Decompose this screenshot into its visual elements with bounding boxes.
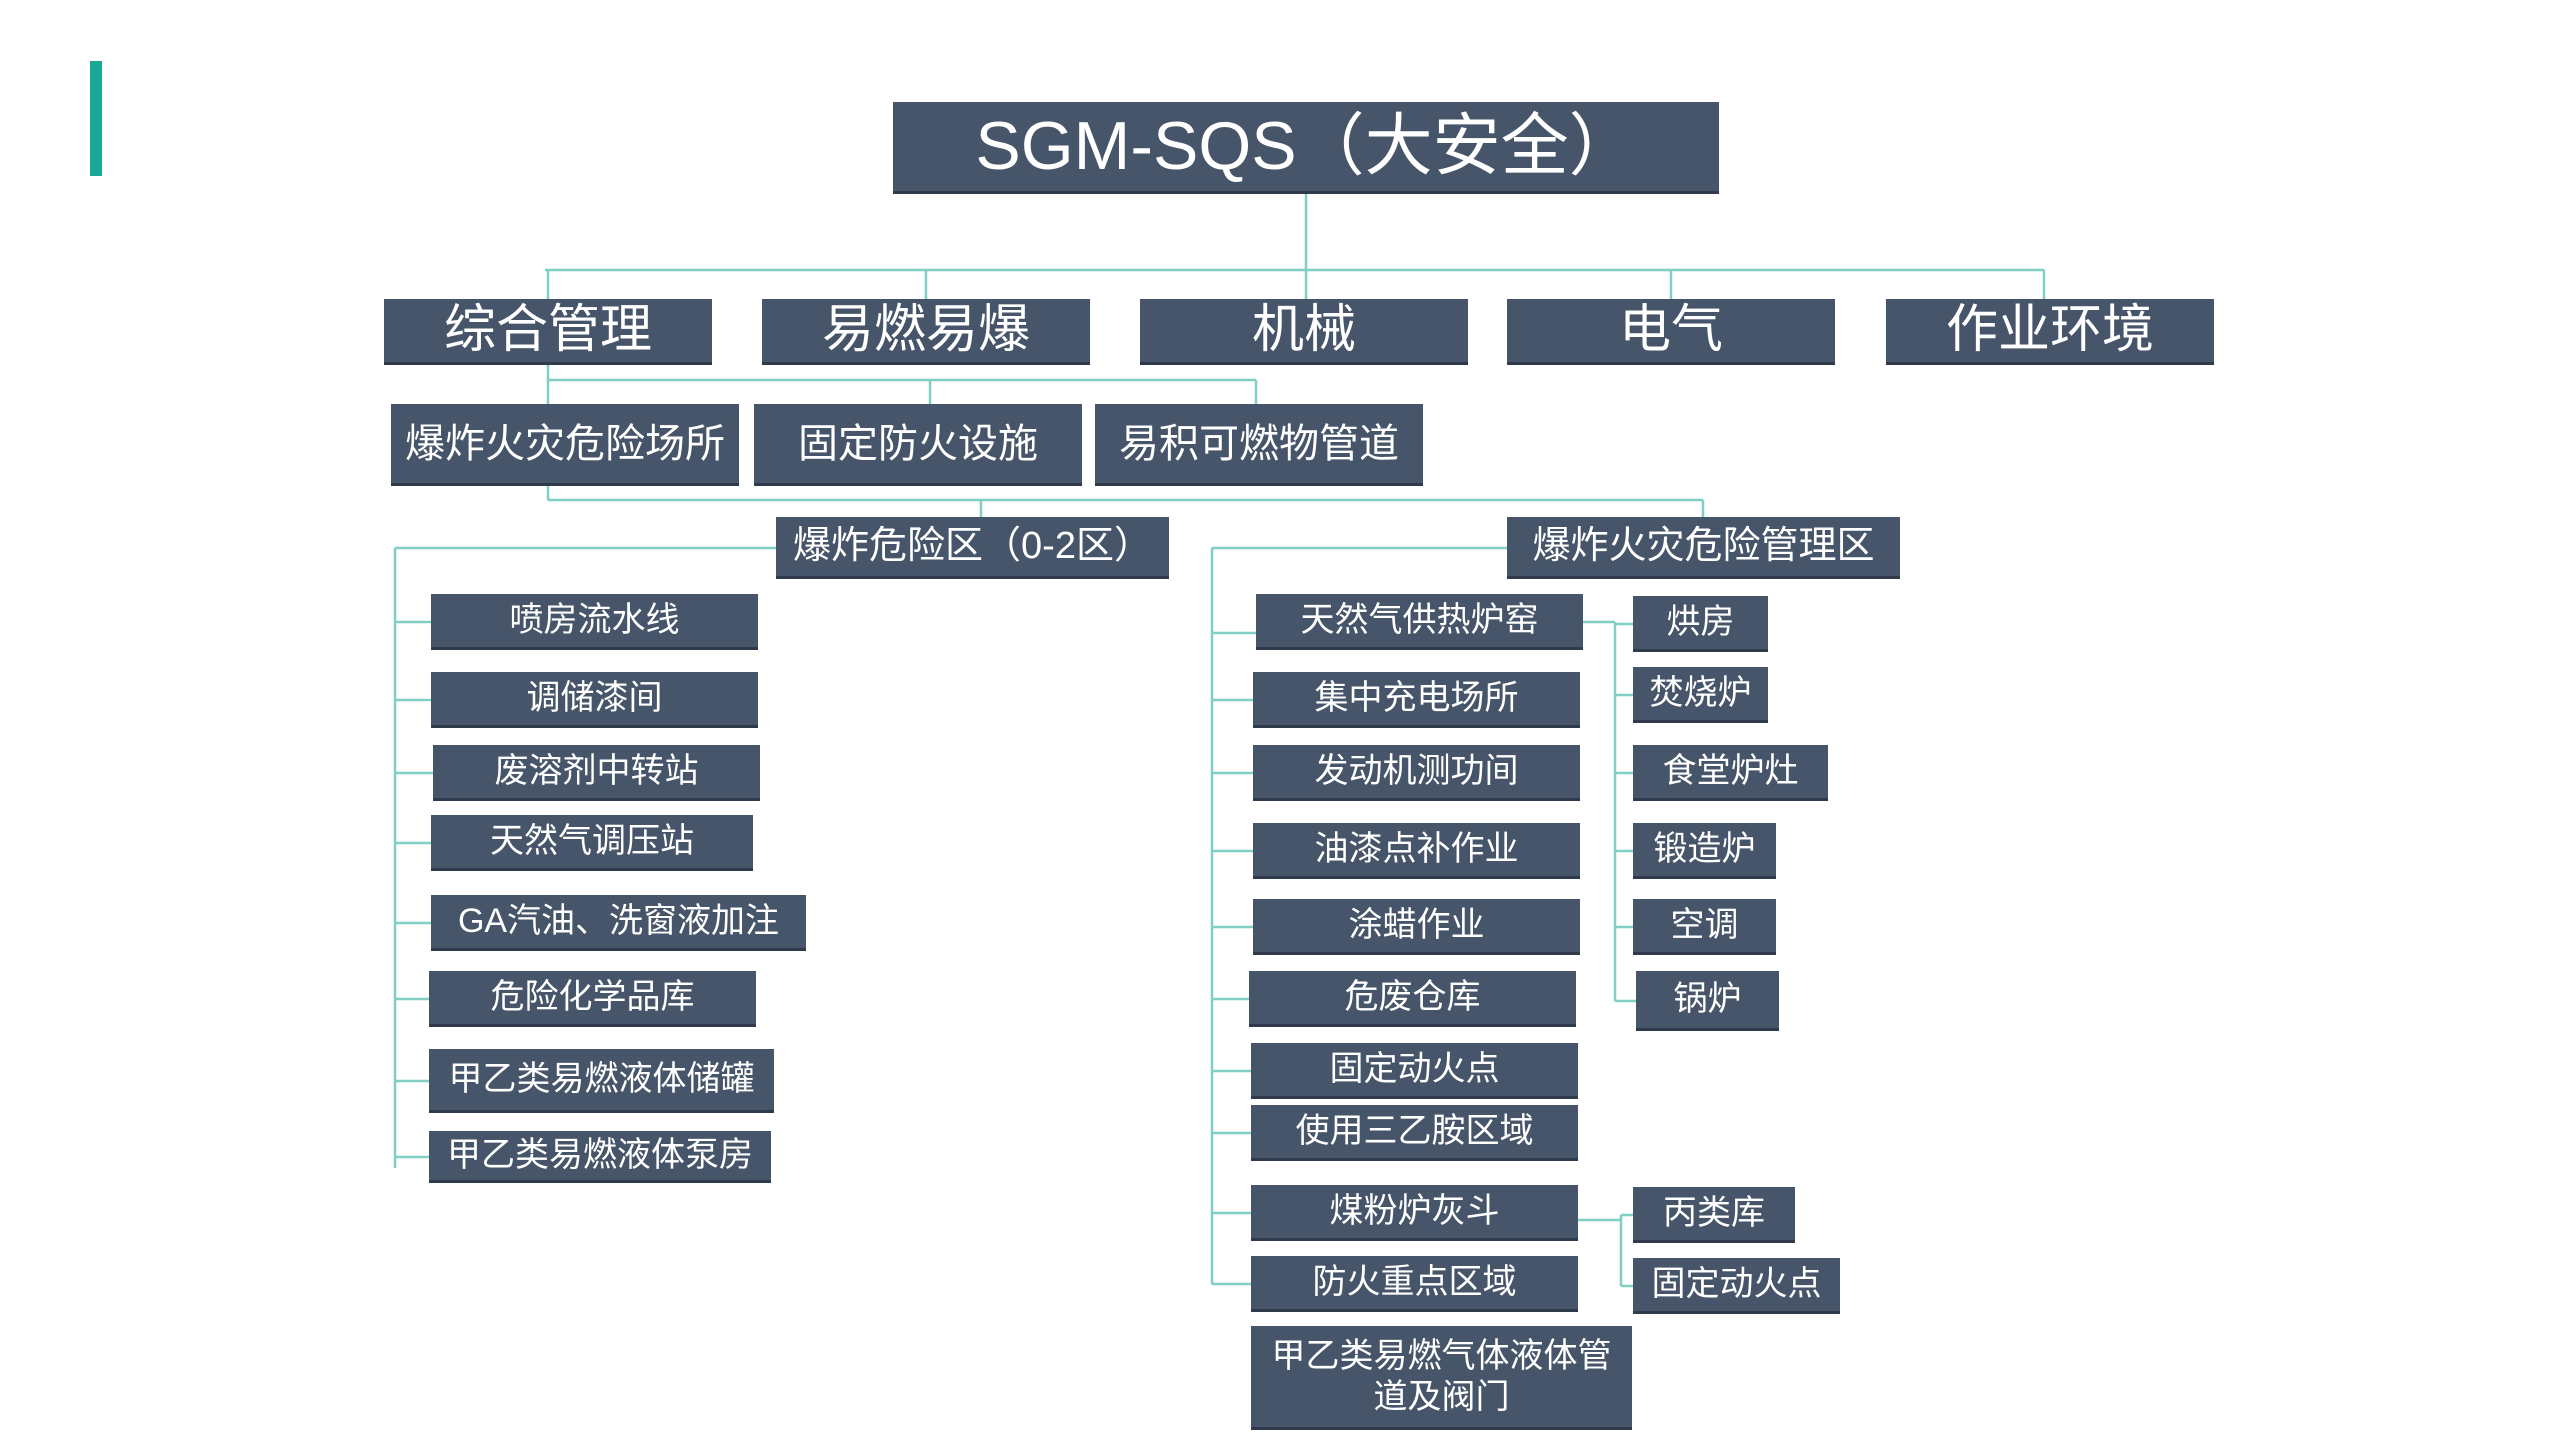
node-explosion-zone: 爆炸危险区（0-2区） xyxy=(776,517,1169,579)
furnace-subitem: 空调 xyxy=(1633,899,1776,955)
management-item: 使用三乙胺区域 xyxy=(1251,1105,1578,1161)
furnace-subitem: 食堂炉灶 xyxy=(1633,745,1828,801)
management-item-pipes-valves: 甲乙类易燃气体液体管 道及阀门 xyxy=(1251,1326,1632,1430)
category-general-management: 综合管理 xyxy=(384,299,712,365)
category-electrical: 电气 xyxy=(1507,299,1835,365)
node-fire-explosion-hazard-sites: 爆炸火灾危险场所 xyxy=(391,404,739,486)
node-fixed-fire-facilities: 固定防火设施 xyxy=(754,404,1082,486)
furnace-subitem: 锅炉 xyxy=(1636,971,1779,1031)
category-machinery: 机械 xyxy=(1140,299,1468,365)
zone-item: 甲乙类易燃液体储罐 xyxy=(429,1049,774,1113)
zone-item: GA汽油、洗窗液加注 xyxy=(431,895,806,951)
management-item: 涂蜡作业 xyxy=(1253,899,1580,955)
category-flammable-explosive: 易燃易爆 xyxy=(762,299,1090,365)
management-item: 煤粉炉灰斗 xyxy=(1251,1185,1578,1241)
management-item: 发动机测功间 xyxy=(1253,745,1580,801)
management-item: 危废仓库 xyxy=(1249,971,1576,1027)
root-node: SGM-SQS（大安全） xyxy=(893,102,1719,194)
management-item: 集中充电场所 xyxy=(1253,672,1580,728)
zone-item: 调储漆间 xyxy=(431,672,758,728)
furnace-subitem: 焚烧炉 xyxy=(1633,667,1768,723)
zone-item: 废溶剂中转站 xyxy=(433,745,760,801)
node-fire-hazard-management-zone: 爆炸火灾危险管理区 xyxy=(1507,517,1900,579)
fire-area-subitem: 固定动火点 xyxy=(1633,1258,1840,1314)
zone-item: 天然气调压站 xyxy=(431,815,753,871)
category-work-environment: 作业环境 xyxy=(1886,299,2214,365)
pipes-valves-line-1: 甲乙类易燃气体液体管 xyxy=(1271,1336,1612,1375)
zone-item: 危险化学品库 xyxy=(429,971,756,1027)
furnace-subitem: 烘房 xyxy=(1633,596,1768,652)
zone-item: 喷房流水线 xyxy=(431,594,758,650)
furnace-subitem: 锻造炉 xyxy=(1633,823,1776,879)
management-item: 天然气供热炉窑 xyxy=(1256,594,1583,650)
node-combustible-pipelines: 易积可燃物管道 xyxy=(1095,404,1423,486)
management-item: 防火重点区域 xyxy=(1251,1256,1578,1312)
management-item: 固定动火点 xyxy=(1251,1043,1578,1099)
management-item: 油漆点补作业 xyxy=(1253,823,1580,879)
pipes-valves-line-2: 道及阀门 xyxy=(1373,1377,1510,1416)
fire-area-subitem: 丙类库 xyxy=(1633,1187,1795,1243)
zone-item: 甲乙类易燃液体泵房 xyxy=(429,1131,771,1183)
accent-bar xyxy=(90,61,102,176)
